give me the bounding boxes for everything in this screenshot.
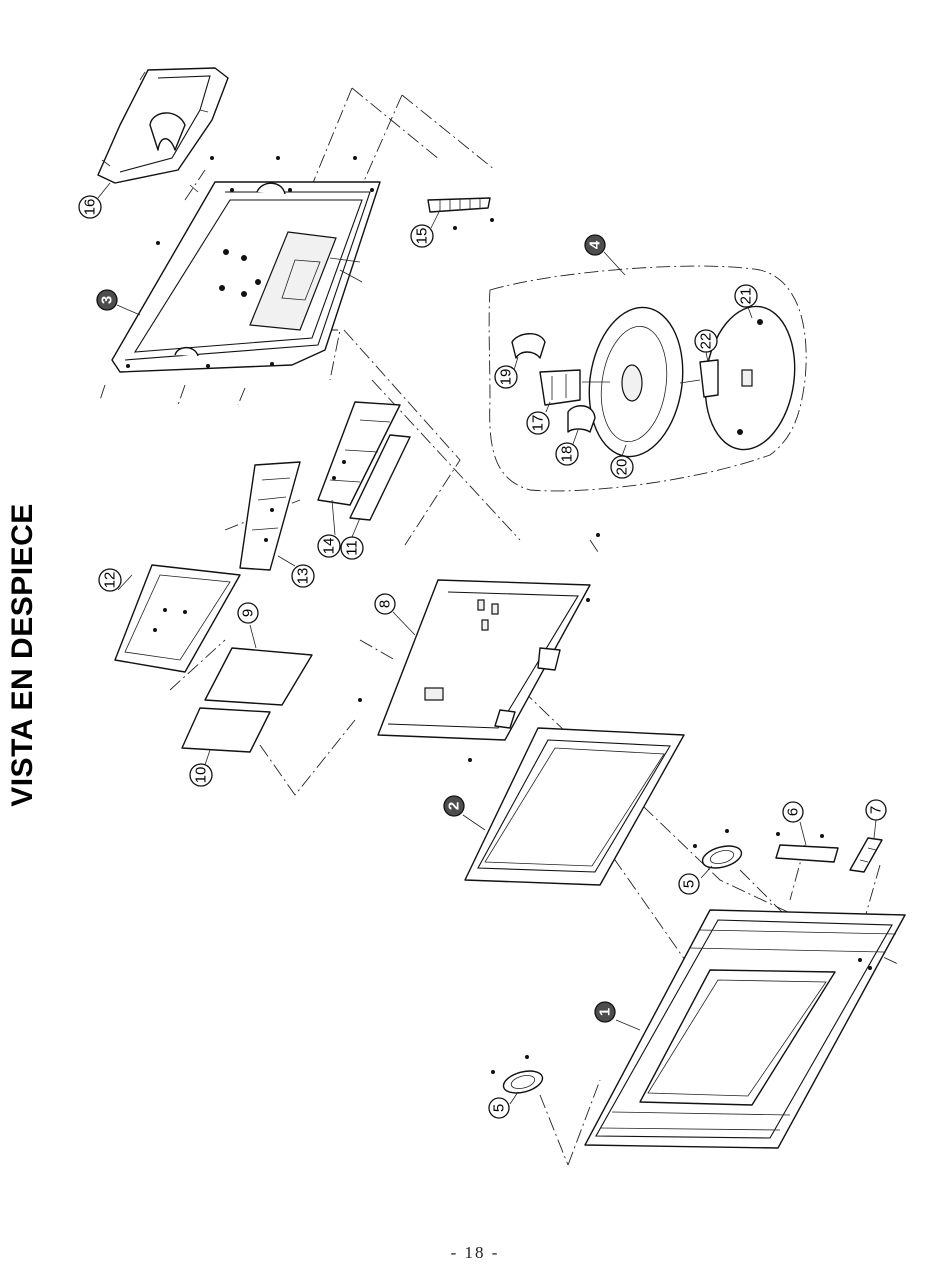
callout-6: 6 [785, 808, 802, 816]
part-16-top-cover [98, 68, 228, 192]
part-5-speaker-right [693, 829, 744, 872]
callout-3: 3 [99, 296, 116, 304]
part-1-front-bezel [585, 910, 905, 1148]
part-7-bracket [850, 838, 882, 872]
callout-20: 20 [614, 459, 631, 476]
callout-19: 19 [498, 369, 515, 386]
callout-16: 16 [82, 199, 99, 216]
callout-9: 9 [240, 609, 257, 617]
callout-22: 22 [698, 333, 715, 350]
part-8-chassis [358, 533, 600, 762]
part-4-stand-assembly [489, 266, 806, 491]
part-12-bracket-plate [115, 565, 240, 672]
callout-1: 1 [597, 1008, 614, 1016]
callout-11: 11 [344, 540, 361, 556]
callout-13: 13 [295, 568, 312, 585]
part-9-sheet [205, 648, 312, 705]
callout-18: 18 [559, 446, 576, 463]
part-13-board [240, 462, 300, 570]
part-2-lcd-panel [465, 728, 684, 885]
callout-10: 10 [193, 767, 210, 784]
part-10-sheet [182, 708, 270, 752]
callout-12: 12 [102, 572, 119, 589]
page-number: - 18 - [0, 1243, 950, 1263]
part-5-speaker-left [491, 1055, 545, 1097]
callout-14: 14 [321, 538, 338, 555]
callout-21: 21 [738, 288, 755, 305]
callout-4: 4 [587, 240, 604, 249]
callout-17: 17 [530, 415, 547, 432]
callout-2: 2 [446, 802, 463, 810]
callout-15: 15 [414, 228, 431, 245]
part-3-back-cover [112, 156, 380, 372]
callout-7: 7 [868, 806, 885, 814]
part-6-bracket [776, 832, 838, 862]
callout-8: 8 [377, 600, 394, 608]
callout-5-right: 5 [681, 880, 698, 888]
callout-5-left: 5 [491, 1104, 508, 1112]
